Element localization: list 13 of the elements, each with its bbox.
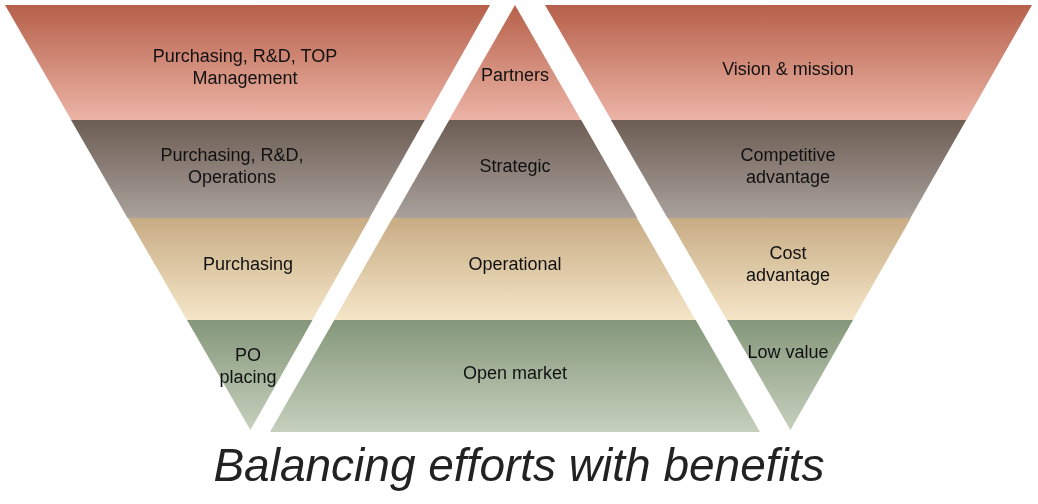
band-label: Purchasing (201, 253, 294, 275)
band-label: PO placing (218, 344, 278, 388)
band-label: Open market (461, 362, 568, 384)
band-label: Purchasing, R&D, Operations (159, 144, 305, 188)
band-label: Operational (467, 253, 563, 275)
title: Balancing efforts with benefits (213, 438, 825, 492)
band-label: Cost advantage (744, 242, 831, 286)
band-label: Partners (479, 64, 550, 86)
band-label: Competitive advantage (739, 144, 837, 188)
band-label: Purchasing, R&D, TOP Management (151, 45, 339, 89)
band-label: Vision & mission (721, 58, 855, 80)
band-label: Low value (746, 341, 830, 363)
band-label: Strategic (478, 155, 552, 177)
